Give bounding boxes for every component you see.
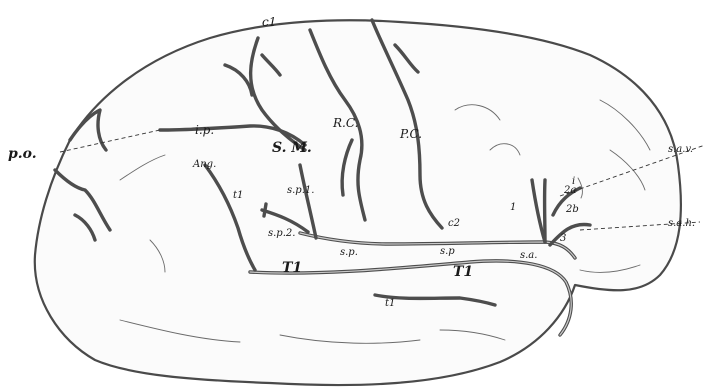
label-t1-lower: t1 <box>385 298 395 309</box>
label-c1: c1 <box>262 15 276 29</box>
label-sah: s.a.h. <box>668 218 695 229</box>
label-sp: s.p. <box>340 247 358 258</box>
label-sp2: s.p.2. <box>268 228 295 239</box>
label-rc: R.C. <box>332 116 358 130</box>
label-2b: 2b <box>565 204 579 215</box>
label-ang: Ang. <box>192 159 216 170</box>
label-t1-upper: t1 <box>233 190 243 201</box>
label-sp1: s.p.1. <box>287 185 314 196</box>
label-po: p.o. <box>8 146 37 162</box>
label-T1-left: T1 <box>282 260 302 276</box>
label-sav: s.a.v. <box>668 144 693 155</box>
label-1: 1 <box>510 202 516 213</box>
label-pc: P.C. <box>399 127 422 141</box>
hemisphere-outline <box>35 20 681 385</box>
label-c2: c2 <box>448 218 460 229</box>
label-sa: s.a. <box>520 250 537 261</box>
label-T1-right: T1 <box>453 264 473 280</box>
sylvian-branch-sp2-tip <box>264 204 266 216</box>
label-sp-right: s.p <box>440 246 455 257</box>
label-sm: S. M. <box>272 140 312 156</box>
label-3: 3 <box>560 233 566 244</box>
label-2a: 2a <box>563 185 576 196</box>
label-ip: i.p. <box>195 123 214 137</box>
